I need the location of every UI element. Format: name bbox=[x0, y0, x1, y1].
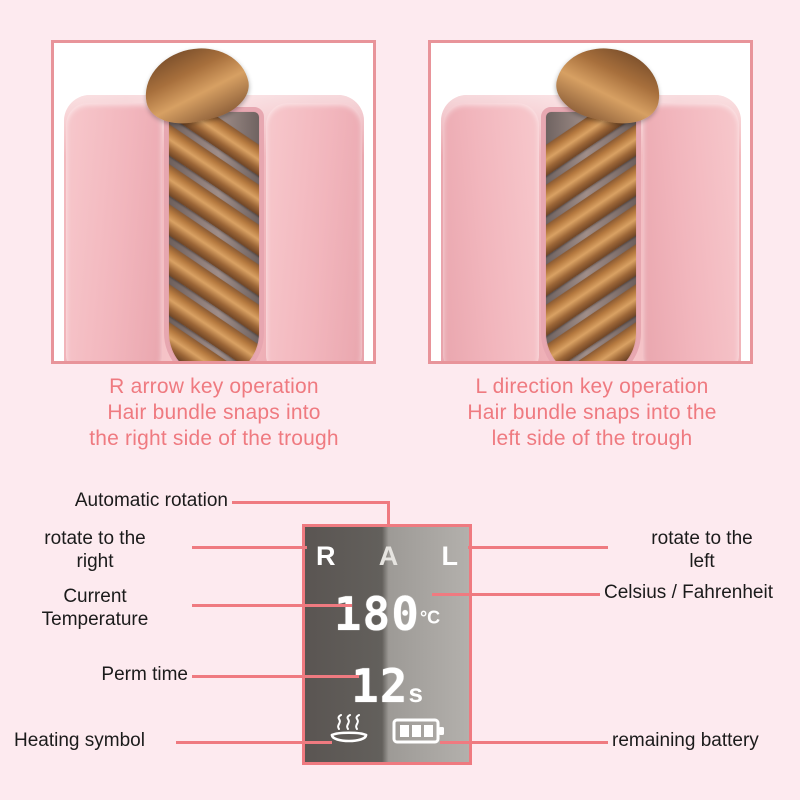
label-line: Celsius / Fahrenheit bbox=[604, 582, 773, 603]
label-line: Heating symbol bbox=[14, 730, 145, 751]
caption-line: the right side of the trough bbox=[89, 427, 339, 450]
curler-trough-slot bbox=[167, 111, 260, 361]
hair-curler-device-right bbox=[63, 43, 364, 361]
label-celsius-fahrenheit: Celsius / Fahrenheit bbox=[604, 581, 800, 604]
lcd-temperature-unit: °C bbox=[419, 607, 441, 628]
lcd-temperature-value: 180 bbox=[333, 587, 420, 641]
photo-frame-right-direction bbox=[51, 40, 376, 364]
curler-arm-left bbox=[65, 103, 162, 361]
product-photo-left-direction bbox=[431, 43, 750, 361]
heating-steam-icon bbox=[330, 714, 368, 743]
lcd-timer-unit: s bbox=[408, 678, 423, 708]
lcd-letter-a: A bbox=[378, 541, 399, 571]
battery-icon bbox=[392, 718, 444, 744]
caption-right-direction: R arrow key operation Hair bundle snaps … bbox=[34, 374, 394, 452]
hair-curler-device-left bbox=[440, 43, 741, 361]
caption-line: Hair bundle snaps into bbox=[107, 401, 321, 424]
caption-line: R arrow key operation bbox=[109, 375, 319, 398]
connector-perm-time bbox=[192, 675, 359, 678]
lcd-letter-l: L bbox=[441, 541, 459, 571]
label-line: remaining battery bbox=[612, 730, 759, 751]
caption-line: L direction key operation bbox=[475, 375, 709, 398]
lcd-display-panel: R A L 180°C 12s bbox=[302, 524, 472, 765]
lcd-letter-r: R bbox=[316, 541, 336, 571]
label-line: left bbox=[689, 551, 715, 572]
label-heating-symbol: Heating symbol bbox=[14, 729, 194, 752]
caption-left-direction: L direction key operation Hair bundle sn… bbox=[412, 374, 772, 452]
label-automatic-rotation: Automatic rotation bbox=[0, 489, 228, 512]
connector-heating-symbol bbox=[176, 741, 332, 744]
connector-rotate-left bbox=[468, 546, 608, 549]
label-line: Automatic rotation bbox=[74, 490, 228, 511]
label-rotate-right: rotate to the right bbox=[0, 527, 190, 573]
lcd-status-icons bbox=[305, 714, 469, 748]
curler-trough-slot bbox=[544, 111, 637, 361]
curler-arm-left bbox=[642, 103, 739, 361]
product-photo-right-direction bbox=[54, 43, 373, 361]
photo-frame-left-direction bbox=[428, 40, 753, 364]
label-perm-time: Perm time bbox=[0, 663, 188, 686]
connector-automatic-rotation-horizontal bbox=[232, 501, 390, 504]
connector-celsius-fahrenheit bbox=[432, 593, 600, 596]
connector-remaining-battery bbox=[440, 741, 608, 744]
label-line: Temperature bbox=[41, 609, 149, 630]
lcd-temperature-readout: 180°C bbox=[305, 591, 469, 637]
connector-automatic-rotation-vertical bbox=[387, 501, 390, 527]
caption-line: Hair bundle snaps into the bbox=[467, 401, 717, 424]
connector-rotate-right bbox=[192, 546, 307, 549]
label-line: Current bbox=[63, 586, 127, 607]
curler-arm-right bbox=[442, 103, 539, 361]
label-remaining-battery: remaining battery bbox=[612, 729, 800, 752]
label-line: rotate to the bbox=[44, 528, 146, 549]
label-line: right bbox=[76, 551, 114, 572]
connector-current-temperature bbox=[192, 604, 352, 607]
caption-line: left side of the trough bbox=[491, 427, 693, 450]
lcd-timer-value: 12 bbox=[351, 659, 409, 713]
label-current-temperature: Current Temperature bbox=[0, 585, 190, 631]
label-line: Perm time bbox=[101, 664, 188, 685]
label-line: rotate to the bbox=[651, 528, 753, 549]
label-rotate-left: rotate to the left bbox=[612, 527, 792, 573]
lcd-timer-readout: 12s bbox=[305, 663, 469, 709]
curler-arm-right bbox=[265, 103, 362, 361]
lcd-direction-row: R A L bbox=[305, 541, 469, 572]
